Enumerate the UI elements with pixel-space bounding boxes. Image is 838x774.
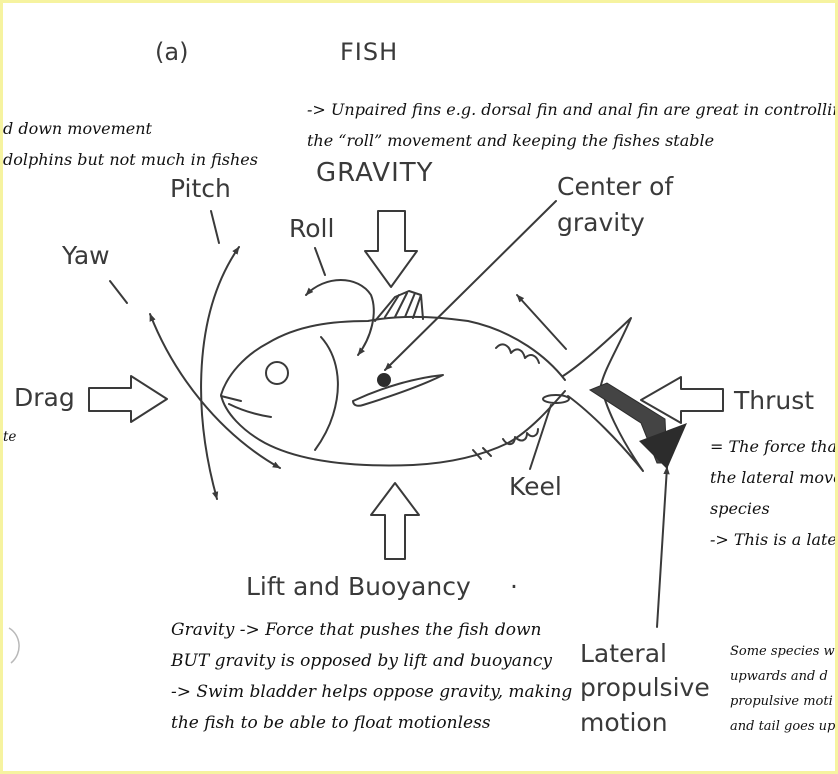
keel (542, 394, 570, 404)
pitch-note-line2: dolphins but not much in fishes (3, 150, 258, 169)
gravity-note-line: BUT gravity is opposed by lift and buoya… (171, 651, 552, 671)
pitch-note-line1: d down movement (3, 119, 152, 138)
yaw-label: Yaw (62, 241, 110, 270)
lateral-label-line1: Lateral (580, 639, 667, 668)
keel-label: Keel (509, 472, 562, 501)
ventral-finlets (502, 428, 539, 445)
thrust-note-line: -> This is a late (710, 530, 837, 549)
species-note-line: Some species we (730, 644, 838, 659)
thrust-note-line: = The force that (710, 437, 838, 456)
pectoral-fin (352, 374, 444, 407)
lateral-label-line2: propulsive (580, 673, 710, 702)
yaw-arrow (149, 313, 281, 469)
thrust-note-line: the lateral move (710, 468, 838, 487)
center-of-gravity-arrow (384, 200, 557, 371)
lateral-label-line3: motion (580, 708, 668, 737)
gravity-note: Gravity -> Force that pushes the fish do… (171, 615, 572, 739)
propulsion-arrow-head (639, 423, 687, 469)
diagram-heading: FISH (340, 38, 399, 66)
center-of-gravity-label-line1: Center of (557, 172, 674, 201)
gravity-note-line: -> Swim bladder helps oppose gravity, ma… (171, 682, 573, 702)
roll-label: Roll (289, 214, 335, 243)
lift-buoyancy-dot: · (510, 572, 518, 601)
lift-buoyancy-label: Lift and Buoyancy (246, 572, 471, 601)
pitch-label: Pitch (170, 174, 231, 203)
yaw-pointer (109, 280, 128, 304)
fins-note-line1: -> Unpaired fins e.g. dorsal fin and ana… (307, 100, 838, 119)
keel-pointer (529, 404, 552, 470)
lift-arrow (370, 482, 420, 560)
species-note-line: propulsive moti (730, 694, 833, 709)
left-note-fragment: te (3, 429, 17, 445)
gravity-label: GRAVITY (316, 158, 434, 188)
anal-fin (472, 447, 492, 460)
species-note-line: and tail goes up (730, 719, 836, 734)
thrust-label: Thrust (734, 386, 815, 415)
thrust-note-line: species (710, 499, 770, 518)
drag-label: Drag (14, 383, 75, 412)
pitch-pointer (210, 210, 220, 244)
fish-drawing (8, 200, 724, 664)
gill-cover (314, 336, 339, 451)
fish-jaw (228, 403, 272, 418)
margin-scribble (8, 627, 20, 664)
thrust-arrow (640, 376, 724, 424)
thrust-note: = The force that the lateral move specie… (710, 431, 838, 555)
center-of-gravity-dot (377, 373, 391, 387)
gravity-note-line: Gravity -> Force that pushes the fish do… (171, 620, 542, 640)
gravity-note-line: the fish to be able to float motionless (171, 713, 491, 733)
panel-label: (a) (155, 38, 189, 66)
fin-lift-arrow (516, 294, 567, 350)
roll-arrow (305, 279, 375, 356)
species-note-line: upwards and d (730, 669, 828, 684)
fish-eye (265, 361, 289, 385)
species-note: Some species we upwards and d propulsive… (730, 639, 838, 739)
fins-note-line2: the “roll” movement and keeping the fish… (307, 131, 715, 150)
fish-mouth (220, 395, 242, 402)
roll-pointer (314, 247, 326, 276)
dorsal-fin (374, 290, 424, 322)
dorsal-finlets (495, 343, 540, 364)
center-of-gravity-label-line2: gravity (557, 208, 645, 237)
gravity-arrow (364, 210, 418, 288)
lateral-motion-pointer (656, 466, 670, 628)
drag-arrow (88, 375, 168, 423)
